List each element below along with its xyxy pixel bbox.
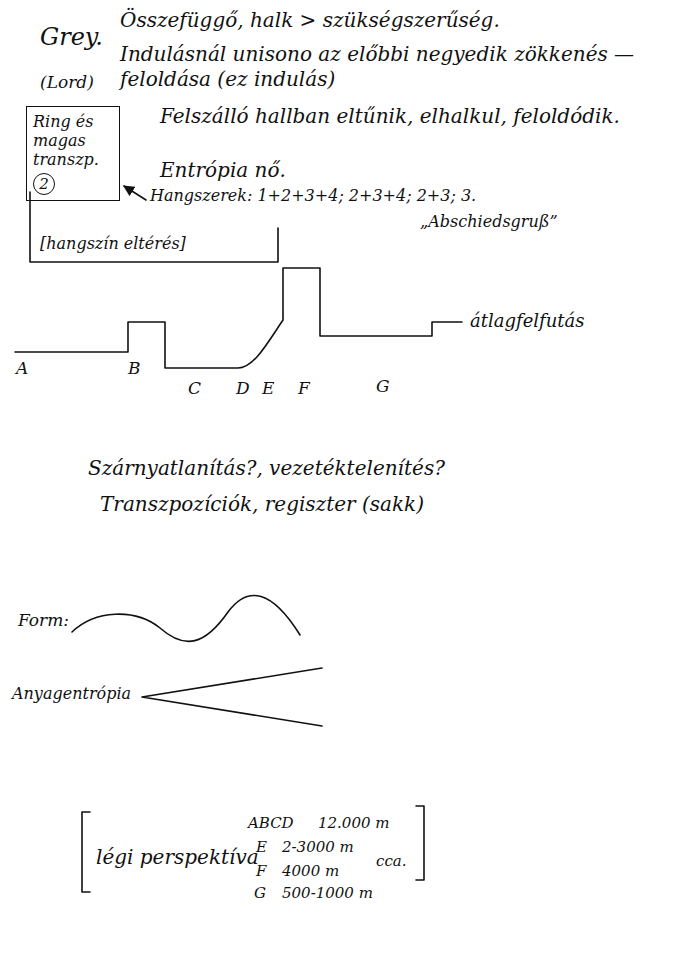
circled-number: 2 bbox=[33, 173, 55, 195]
note-text: Összefüggő, halk > szükségszerűség. bbox=[120, 8, 500, 33]
note-text: Grey. bbox=[40, 22, 103, 52]
leader-arrow bbox=[124, 186, 146, 200]
note-text: Felszálló hallban eltűnik, elhalkul, fel… bbox=[160, 104, 640, 129]
right-bracket bbox=[416, 806, 424, 880]
box-text: Ring és magas transzp. bbox=[33, 112, 113, 170]
note-text: F bbox=[298, 378, 310, 399]
note-text: F bbox=[256, 862, 266, 881]
entropy-wedge bbox=[142, 668, 322, 726]
note-text: B bbox=[128, 358, 141, 379]
note-text: 12.000 m bbox=[318, 814, 389, 833]
note-text: D bbox=[236, 378, 250, 399]
left-bracket bbox=[82, 812, 90, 892]
note-text: Form: bbox=[18, 610, 69, 631]
note-text: E bbox=[262, 378, 274, 399]
note-text: Szárnyatlanítás?, vezetéktelenítés? bbox=[88, 456, 445, 481]
note-text: 2-3000 m bbox=[282, 838, 354, 857]
note-text: [hangszín eltérés] bbox=[40, 234, 186, 254]
note-text: E bbox=[256, 838, 267, 857]
note-text: Entrópia nő. bbox=[160, 158, 286, 183]
form-wave bbox=[72, 595, 300, 641]
note-text: „Abschiedsgruß” bbox=[420, 212, 558, 232]
note-text: Transzpozíciók, regiszter (sakk) bbox=[100, 492, 424, 517]
note-text: ABCD bbox=[248, 814, 294, 833]
note-text: G bbox=[254, 884, 266, 903]
note-text: 4000 m bbox=[282, 862, 339, 881]
boxed-note: Ring és magas transzp. 2 bbox=[26, 106, 120, 201]
note-text: átlagfelfutás bbox=[470, 310, 585, 333]
note-text: Indulásnál unisono az előbbi negyedik zö… bbox=[120, 42, 660, 92]
note-text: (Lord) bbox=[40, 72, 94, 93]
note-text: Anyagentrópia bbox=[12, 684, 131, 704]
step-profile bbox=[15, 268, 462, 368]
note-text: Hangszerek: 1+2+3+4; 2+3+4; 2+3; 3. bbox=[150, 186, 476, 206]
note-text: G bbox=[376, 376, 390, 397]
note-text: C bbox=[188, 378, 201, 399]
note-text: A bbox=[16, 358, 28, 379]
note-text: cca. bbox=[376, 852, 407, 871]
note-text: 500-1000 m bbox=[282, 884, 373, 903]
note-text: légi perspektíva bbox=[96, 845, 259, 870]
